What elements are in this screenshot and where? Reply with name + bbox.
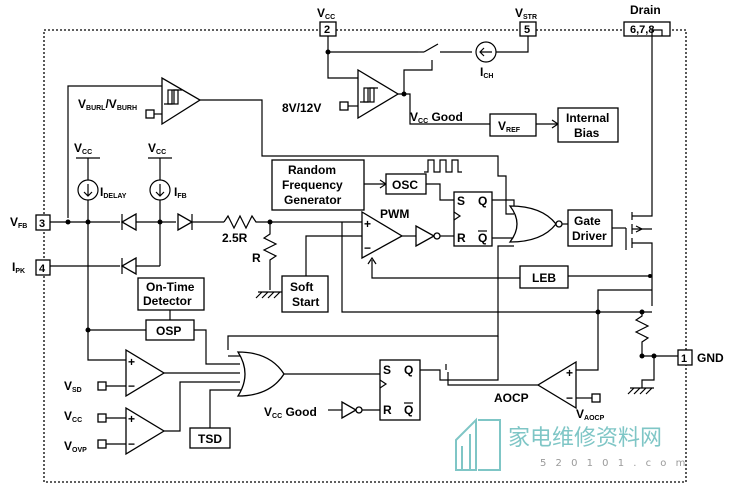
- svg-text:Soft: Soft: [290, 280, 313, 294]
- watermark-url: 5 2 0 1 0 1 . c o m: [540, 458, 688, 469]
- random-frequency-generator: [271, 159, 365, 211]
- feedback-section: 2.5R R VCC IDELAY VCC IFB: [50, 141, 362, 361]
- startup-section: ICH 8V/12V VCC Good VREF Internal Bias: [282, 36, 619, 143]
- svg-text:VOVP: VOVP: [64, 439, 87, 454]
- svg-text:Internal: Internal: [566, 111, 609, 125]
- watermark: 家电维修资料网 5 2 0 1 0 1 . c o m: [455, 417, 688, 471]
- pwm-section: Random Frequency Generator OSC S R Q Q +…: [271, 29, 663, 315]
- svg-text:3: 3: [39, 218, 45, 230]
- svg-text:IPK: IPK: [12, 260, 25, 275]
- svg-text:Detector: Detector: [143, 294, 192, 308]
- svg-text:VFB: VFB: [10, 215, 27, 230]
- uvlo-comparator: [357, 68, 400, 120]
- svg-text:VSTR: VSTR: [515, 6, 537, 21]
- ic-boundary: [43, 29, 687, 483]
- svg-text:5: 5: [524, 24, 530, 36]
- svg-text:Gate: Gate: [574, 214, 601, 228]
- svg-text:VREF: VREF: [498, 119, 521, 134]
- svg-text:8V/12V: 8V/12V: [282, 101, 321, 115]
- svg-text:4: 4: [39, 263, 46, 275]
- svg-text:2: 2: [324, 24, 330, 36]
- svg-text:Start: Start: [292, 295, 319, 309]
- soft-start-block: [281, 275, 329, 313]
- or-gate-output: [508, 205, 557, 243]
- svg-text:VCC: VCC: [148, 141, 166, 156]
- pin-drain: 6,7,8 Drain: [623, 3, 671, 37]
- svg-text:−: −: [128, 437, 135, 451]
- svg-text:On-Time: On-Time: [146, 280, 195, 294]
- svg-text:S: S: [383, 363, 391, 377]
- svg-text:−: −: [128, 379, 135, 393]
- sense-resistor-section: [627, 290, 678, 395]
- watermark-logo-icon: [455, 417, 501, 471]
- watermark-text: 家电维修资料网: [508, 426, 662, 451]
- svg-text:VSD: VSD: [64, 379, 82, 394]
- power-mosfet-icon: [625, 29, 663, 290]
- svg-text:Frequency: Frequency: [282, 178, 343, 192]
- svg-text:VAOCP: VAOCP: [576, 407, 605, 422]
- svg-text:R: R: [252, 251, 261, 265]
- svg-text:S: S: [457, 194, 465, 208]
- svg-text:−: −: [566, 391, 573, 405]
- pin-vfb: 3 VFB: [10, 214, 51, 231]
- svg-text:R: R: [457, 231, 466, 245]
- svg-text:−: −: [364, 241, 371, 255]
- svg-text:TSD: TSD: [198, 432, 222, 446]
- oscillator-waveform-icon: [424, 159, 462, 173]
- pin-vstr: 5 VSTR: [515, 6, 537, 37]
- leb-block: [519, 265, 569, 289]
- svg-text:VCC: VCC: [317, 6, 335, 21]
- pin-gnd: 1 GND: [677, 349, 724, 366]
- pin-ipk: 4 IPK: [12, 259, 51, 276]
- svg-text:VCC Good: VCC Good: [410, 110, 463, 125]
- aocp-comparator: [536, 360, 577, 410]
- svg-text:Bias: Bias: [574, 126, 600, 140]
- svg-text:R: R: [383, 403, 392, 417]
- svg-text:VCC Good: VCC Good: [264, 405, 317, 420]
- svg-text:Generator: Generator: [284, 193, 342, 207]
- svg-text:Q: Q: [478, 231, 487, 245]
- svg-text:+: +: [128, 412, 135, 426]
- svg-text:1: 1: [681, 353, 687, 365]
- vcc-good-inverter: [341, 400, 358, 420]
- svg-text:+: +: [128, 355, 135, 369]
- svg-text:ICH: ICH: [480, 65, 493, 80]
- svg-text:Random: Random: [288, 163, 336, 177]
- gate-driver-block: [567, 209, 613, 247]
- vsd-comparator: [125, 348, 166, 398]
- svg-text:IDELAY: IDELAY: [100, 185, 127, 200]
- svg-text:+: +: [364, 217, 371, 231]
- svg-text:IFB: IFB: [174, 185, 187, 200]
- pin-vcc: 2 VCC: [317, 6, 337, 37]
- svg-text:2.5R: 2.5R: [222, 231, 248, 245]
- svg-text:Q: Q: [478, 194, 487, 208]
- svg-text:VCC: VCC: [74, 141, 92, 156]
- pwm-comparator: [361, 210, 404, 260]
- svg-text:GND: GND: [697, 351, 724, 365]
- svg-text:PWM: PWM: [380, 207, 409, 221]
- svg-text:+: +: [566, 366, 573, 380]
- vref-block: [489, 113, 537, 137]
- or-gate-protection: [236, 351, 285, 397]
- svg-text:OSC: OSC: [392, 178, 418, 192]
- svg-text:VCC: VCC: [64, 409, 82, 424]
- svg-text:OSP: OSP: [156, 324, 181, 338]
- ovp-comparator: [125, 406, 166, 456]
- on-time-detector-block: [137, 277, 205, 311]
- svg-text:LEB: LEB: [532, 271, 556, 285]
- svg-text:Driver: Driver: [572, 229, 607, 243]
- protection-section: On-Time Detector OSP + − VSD + − VCC VOV…: [64, 245, 605, 456]
- svg-text:AOCP: AOCP: [494, 391, 529, 405]
- internal-bias-block: [557, 107, 619, 143]
- svg-text:Drain: Drain: [630, 3, 661, 17]
- svg-text:Q: Q: [404, 363, 413, 377]
- svg-text:VBURL/VBURH: VBURL/VBURH: [78, 97, 137, 112]
- svg-text:6,7,8: 6,7,8: [630, 24, 654, 36]
- svg-text:Q: Q: [404, 403, 413, 417]
- sr-latch-protection: [379, 359, 421, 421]
- sr-latch-pwm: [453, 191, 493, 247]
- pwm-inverter: [415, 224, 436, 248]
- burst-comparator-section: VBURL/VBURH: [67, 76, 514, 218]
